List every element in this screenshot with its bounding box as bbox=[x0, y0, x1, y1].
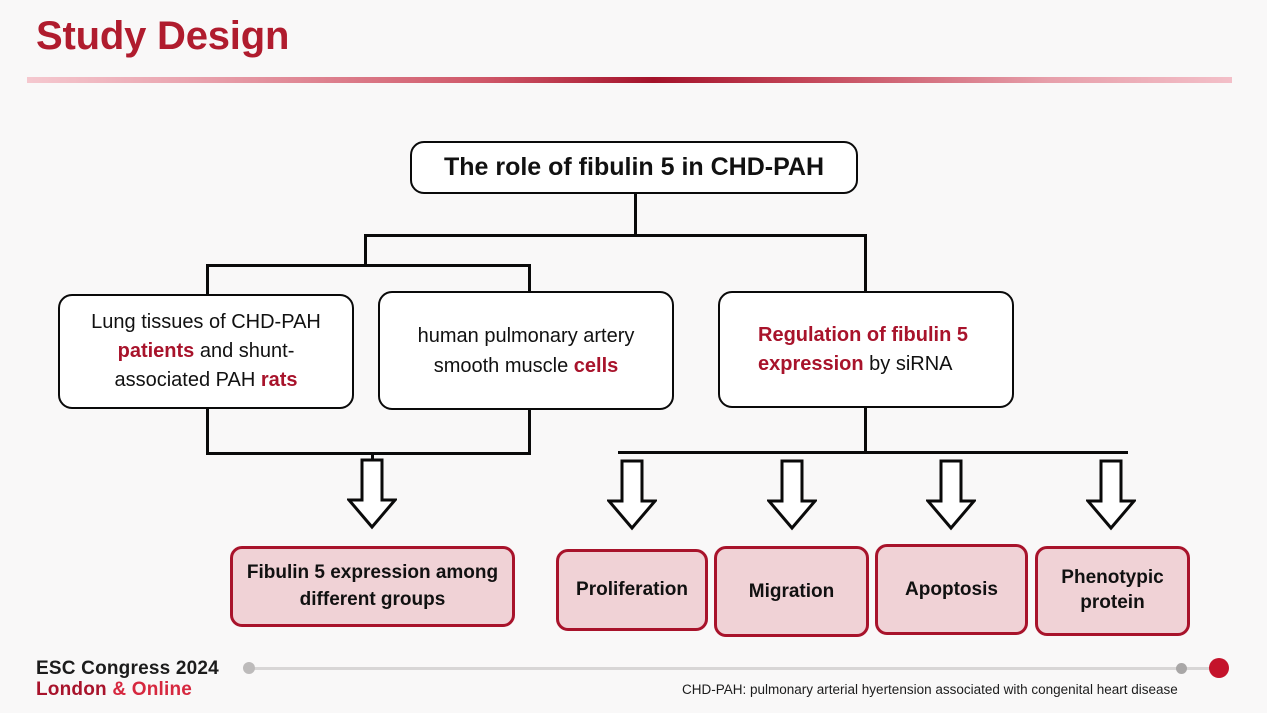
plain-text: and shunt-associated PAH bbox=[114, 340, 295, 391]
flowchart-node-lung-tissues-label: Lung tissues of CHD-PAH patients and shu… bbox=[60, 308, 352, 395]
down-arrow-icon-proliferation bbox=[607, 459, 657, 531]
down-arrow-icon-phenotypic bbox=[1086, 459, 1136, 531]
connector-left-branch-drop bbox=[364, 234, 367, 266]
brand-location-mode: & Online bbox=[106, 679, 193, 701]
connector-right-fanout-bar bbox=[618, 451, 1128, 454]
connector-root-stem bbox=[634, 194, 637, 236]
connector-cells-down bbox=[528, 409, 531, 455]
flowchart-outcome-phenotypic-protein-label: Phenotypic protein bbox=[1061, 567, 1164, 613]
flowchart-outcome-migration[interactable]: Migration bbox=[714, 546, 869, 637]
connector-tissues-down bbox=[206, 407, 209, 455]
down-arrow-icon-fibulin bbox=[347, 458, 397, 530]
flowchart-outcome-fibulin-expression-label: Fibulin 5 expression among different gro… bbox=[246, 561, 499, 610]
flowchart-node-root-label: The role of fibulin 5 in CHD-PAH bbox=[443, 153, 825, 181]
flowchart-node-sirna-regulation-label: Regulation of fibulin 5 expression by si… bbox=[720, 321, 1012, 379]
flowchart-node-sirna-regulation[interactable]: Regulation of fibulin 5 expression by si… bbox=[718, 291, 1014, 408]
brand-location: London & Online bbox=[36, 679, 219, 700]
connector-left-merge-bar bbox=[206, 452, 530, 455]
page-title: Study Design bbox=[36, 14, 290, 58]
emphasis-text: cells bbox=[573, 354, 619, 377]
title-divider-rule bbox=[27, 77, 1232, 83]
flowchart-outcome-migration-label: Migration bbox=[748, 580, 835, 602]
flowchart-node-hpasmc-label: human pulmonary artery smooth muscle cel… bbox=[380, 321, 672, 381]
flowchart-outcome-fibulin-expression[interactable]: Fibulin 5 expression among different gro… bbox=[230, 546, 515, 627]
connector-to-cells bbox=[528, 264, 531, 294]
connector-level2-bar bbox=[206, 264, 530, 267]
flowchart-node-hpasmc[interactable]: human pulmonary artery smooth muscle cel… bbox=[378, 291, 674, 410]
connector-to-tissues bbox=[206, 264, 209, 296]
down-arrow-icon-migration bbox=[767, 459, 817, 531]
flowchart-node-lung-tissues[interactable]: Lung tissues of CHD-PAH patients and shu… bbox=[58, 294, 354, 409]
connector-level1-bar bbox=[364, 234, 867, 237]
down-arrow-icon-apoptosis bbox=[926, 459, 976, 531]
abbreviation-footnote: CHD-PAH: pulmonary arterial hyertension … bbox=[682, 682, 1178, 697]
esc-congress-branding: ESC Congress 2024 London & Online bbox=[36, 658, 219, 701]
plain-text: human pulmonary artery smooth muscle bbox=[417, 324, 635, 377]
brand-location-city: London bbox=[36, 679, 107, 701]
plain-text: by siRNA bbox=[863, 352, 953, 375]
progress-dot-start[interactable] bbox=[243, 662, 255, 674]
connector-left-merge-stem bbox=[371, 452, 374, 460]
emphasis-text: patients bbox=[117, 340, 195, 362]
connector-sirna-down bbox=[864, 407, 867, 453]
flowchart-outcome-proliferation-label: Proliferation bbox=[576, 579, 688, 600]
plain-text: Lung tissues of CHD-PAH bbox=[91, 311, 321, 333]
flowchart-node-root[interactable]: The role of fibulin 5 in CHD-PAH bbox=[410, 141, 858, 194]
brand-congress-name: ESC Congress 2024 bbox=[36, 658, 219, 679]
progress-dot-mid[interactable] bbox=[1176, 663, 1187, 674]
flowchart-outcome-apoptosis-label: Apoptosis bbox=[905, 578, 998, 600]
emphasis-text: rats bbox=[260, 369, 298, 391]
progress-dot-current[interactable] bbox=[1209, 658, 1229, 678]
slide-progress-track[interactable] bbox=[246, 667, 1226, 670]
connector-to-sirna bbox=[864, 234, 867, 294]
flowchart-outcome-apoptosis[interactable]: Apoptosis bbox=[875, 544, 1028, 635]
emphasis-text: Regulation of fibulin 5 expression bbox=[758, 323, 968, 375]
flowchart-outcome-phenotypic-protein[interactable]: Phenotypic protein bbox=[1035, 546, 1190, 636]
flowchart-outcome-proliferation[interactable]: Proliferation bbox=[556, 549, 708, 631]
